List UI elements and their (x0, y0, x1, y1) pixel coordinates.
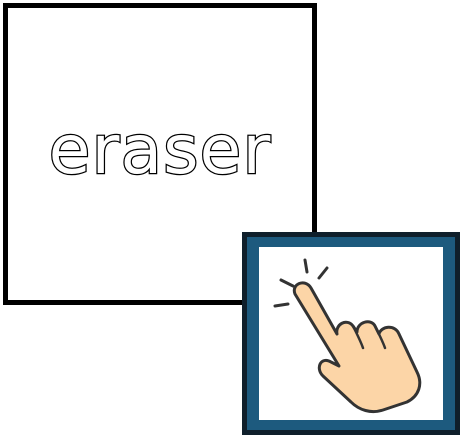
hand-shape (292, 280, 422, 413)
word-card: eraser (3, 3, 317, 305)
word-label: eraser (47, 111, 272, 190)
tap-button[interactable] (242, 232, 460, 435)
finger-creases (351, 324, 387, 349)
tap-hand-icon (273, 258, 422, 413)
tap-button-frame (247, 237, 455, 430)
tap-rays (273, 258, 329, 307)
tap-button-face (259, 247, 443, 420)
